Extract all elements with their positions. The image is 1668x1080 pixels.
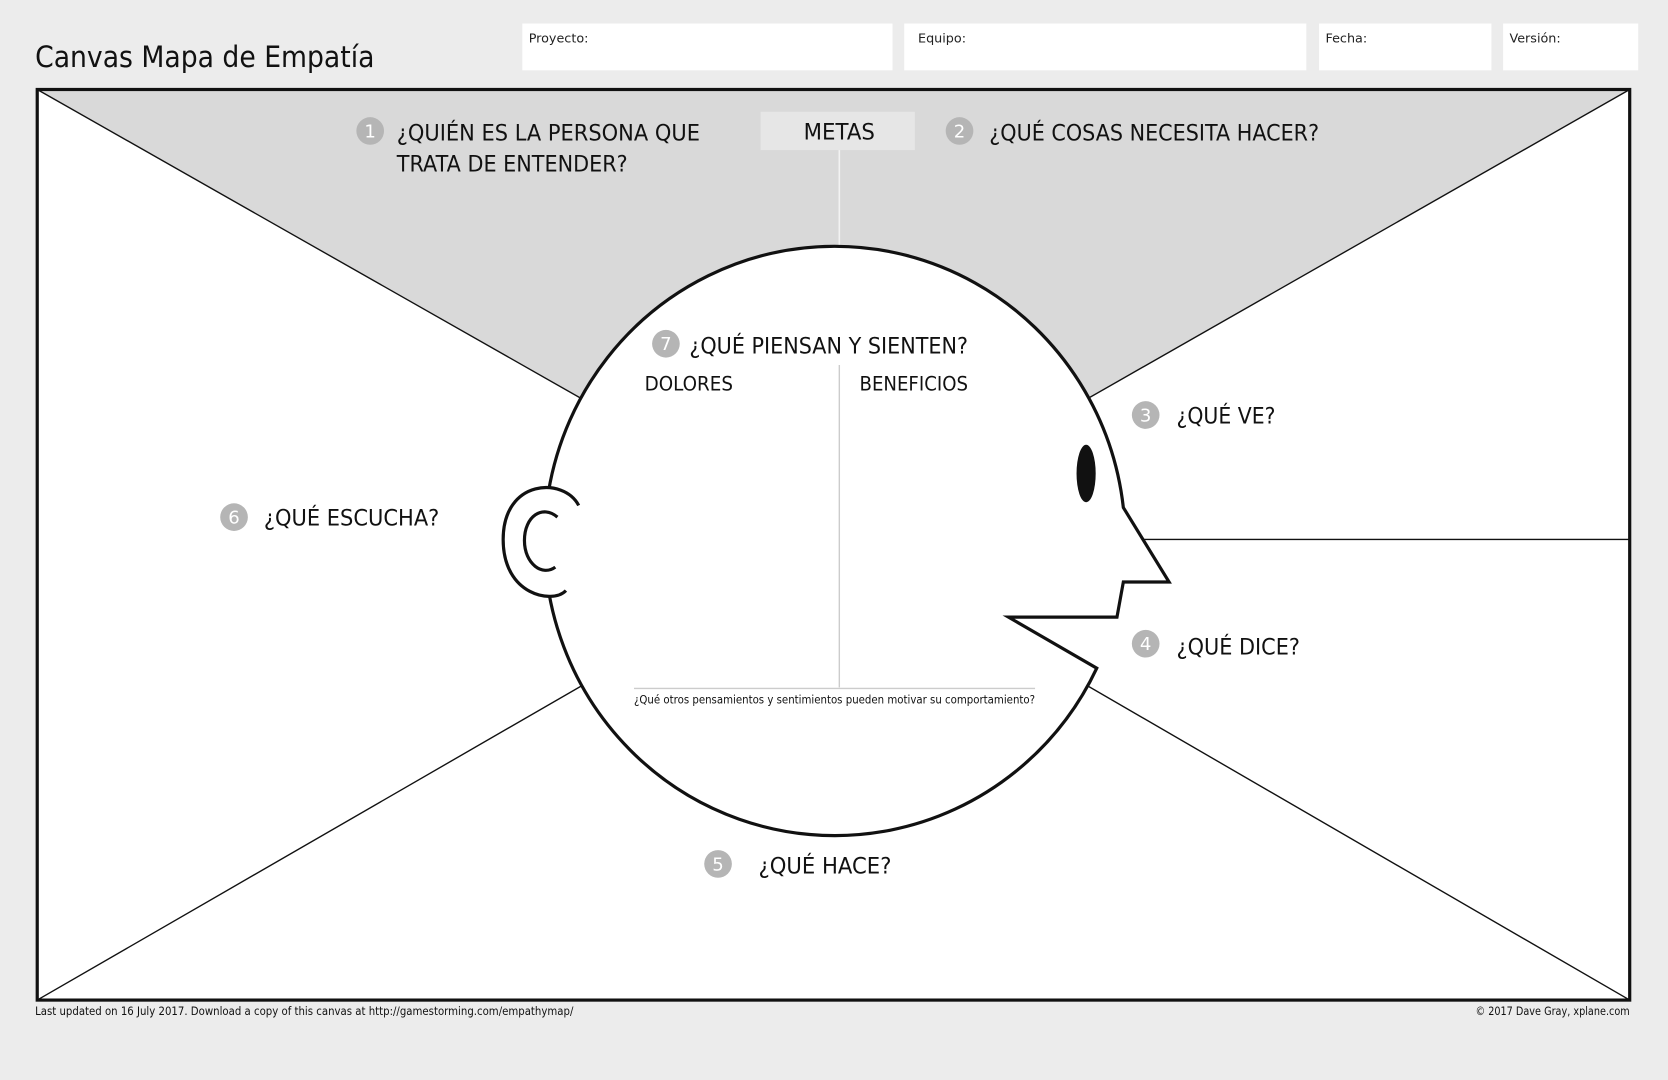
badge-number: 4 bbox=[1140, 634, 1152, 655]
number-badge bbox=[945, 117, 974, 145]
page-title: Canvas Mapa de Empatía bbox=[35, 40, 374, 75]
footer-right: © 2017 Dave Gray, xplane.com bbox=[1475, 1005, 1629, 1018]
inner-ear-icon bbox=[522, 510, 559, 572]
section-heading: ¿QUÉ VE? bbox=[1177, 402, 1276, 430]
field-equipo[interactable]: Equipo: bbox=[904, 23, 1307, 71]
number-badge bbox=[652, 329, 680, 358]
badge-number: 6 bbox=[228, 508, 240, 529]
field-label: Fecha: bbox=[1325, 32, 1367, 47]
section-hear: 6 ¿QUÉ ESCUCHA? bbox=[220, 503, 440, 532]
field-box[interactable] bbox=[522, 23, 893, 71]
section-who: 1 ¿QUIÉN ES LA PERSONA QUE TRATA DE ENTE… bbox=[356, 117, 700, 177]
section-heading: ¿QUÉ HACE? bbox=[758, 851, 891, 879]
number-badge bbox=[1131, 629, 1160, 658]
section-heading: ¿QUÉ ESCUCHA? bbox=[264, 504, 440, 532]
field-proyecto[interactable]: Proyecto: bbox=[522, 23, 893, 71]
badge-number: 3 bbox=[1140, 405, 1152, 426]
section-see: 3 ¿QUÉ VE? bbox=[1131, 401, 1276, 430]
field-version[interactable]: Versión: bbox=[1503, 23, 1639, 71]
field-box[interactable] bbox=[904, 23, 1307, 71]
badge-number: 7 bbox=[660, 334, 672, 355]
section-heading: ¿QUÉ PIENSAN Y SIENTEN? bbox=[689, 331, 968, 359]
badge-number: 5 bbox=[712, 854, 724, 875]
badge-number: 2 bbox=[954, 121, 966, 142]
section-heading: ¿QUIÉN ES LA PERSONA QUE bbox=[397, 119, 700, 147]
metas-label: METAS bbox=[804, 119, 875, 145]
number-badge bbox=[704, 850, 732, 878]
field-label: Versión: bbox=[1509, 32, 1560, 47]
section-say: 4 ¿QUÉ DICE? bbox=[1131, 629, 1300, 660]
head-illustration bbox=[501, 244, 1172, 838]
number-badge bbox=[1131, 401, 1160, 429]
field-label: Proyecto: bbox=[529, 32, 589, 47]
eye-icon bbox=[1076, 444, 1096, 503]
think-prompt: ¿Qué otros pensamientos y sentimientos p… bbox=[634, 693, 1035, 706]
footer-left: Last updated on 16 July 2017. Download a… bbox=[35, 1005, 573, 1018]
pains-label: DOLORES bbox=[645, 373, 733, 396]
section-do-need: 2 ¿QUÉ COSAS NECESITA HACER? bbox=[945, 117, 1319, 147]
number-badge bbox=[356, 117, 385, 145]
ear-icon bbox=[501, 485, 581, 598]
field-label: Equipo: bbox=[918, 32, 966, 47]
section-do: 5 ¿QUÉ HACE? bbox=[704, 850, 891, 879]
metas-box bbox=[760, 111, 915, 151]
section-heading: TRATA DE ENTENDER? bbox=[396, 151, 628, 177]
canvas-border bbox=[35, 87, 1632, 1002]
badge-number: 1 bbox=[364, 121, 376, 142]
section-heading: ¿QUÉ DICE? bbox=[1177, 632, 1300, 660]
section-think-feel: 7 ¿QUÉ PIENSAN Y SIENTEN? DOLORES BENEFI… bbox=[634, 329, 1035, 706]
field-fecha[interactable]: Fecha: bbox=[1319, 23, 1492, 71]
number-badge bbox=[220, 503, 248, 531]
ear-mask bbox=[503, 487, 579, 597]
gains-label: BENEFICIOS bbox=[860, 373, 969, 396]
field-box[interactable] bbox=[1503, 23, 1639, 71]
section-heading: ¿QUÉ COSAS NECESITA HACER? bbox=[989, 119, 1319, 147]
field-box[interactable] bbox=[1319, 23, 1492, 71]
